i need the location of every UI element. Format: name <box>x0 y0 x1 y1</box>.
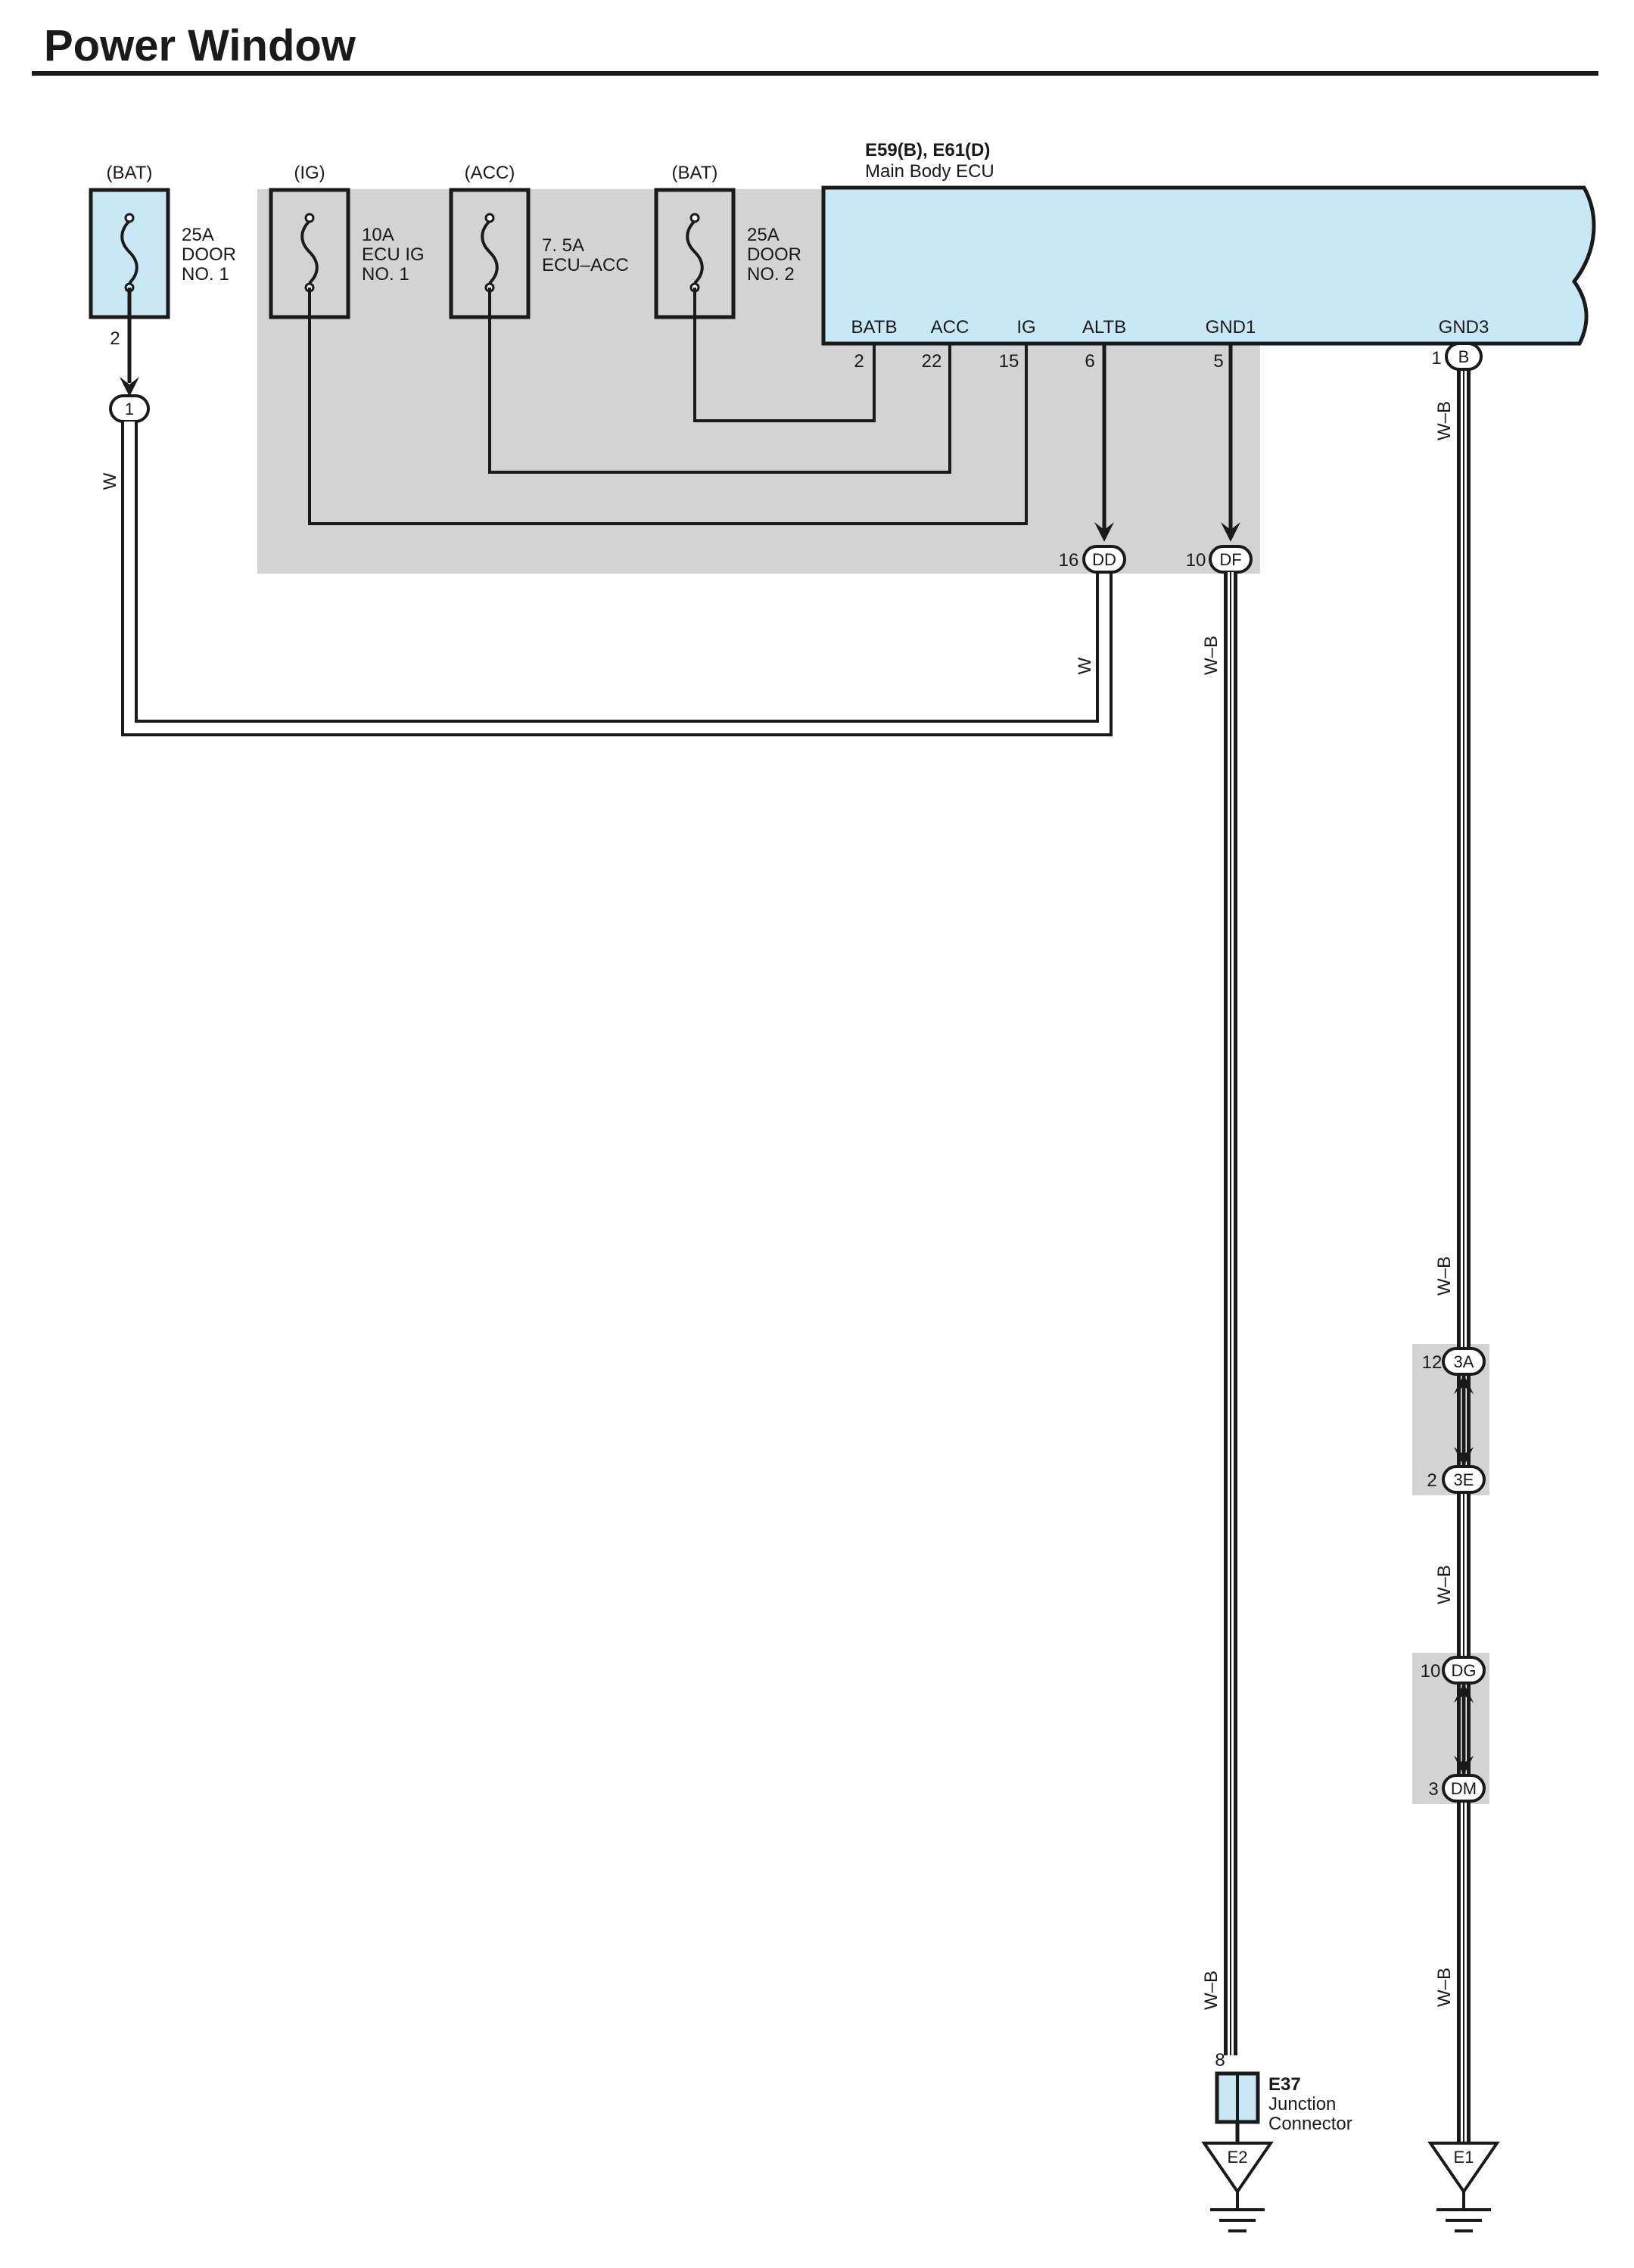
connector-dm-id: DM <box>1451 1779 1477 1798</box>
wire-wb-label-above-3a: W–B <box>1434 1256 1455 1296</box>
fuse1-name: DOOR <box>182 244 236 265</box>
fuse3-icon <box>481 219 499 285</box>
connector-3e <box>1442 1465 1486 1494</box>
fuse1-pin: 2 <box>110 328 120 349</box>
fuse1-terminal-top <box>124 213 135 223</box>
junction-code: E37 <box>1268 2074 1301 2095</box>
junction-name-1: Junction <box>1268 2094 1336 2114</box>
fuse4-rating: 25A <box>747 225 780 245</box>
fuse1-icon <box>120 219 139 285</box>
connector-dm-pin: 3 <box>1428 1779 1438 1800</box>
connector-df-pin: 10 <box>1186 550 1206 571</box>
ecu-pin-acc: 22 <box>922 351 942 372</box>
fuse3-rating: 7. 5A <box>542 235 584 256</box>
wire-ecuacc-to-acc <box>488 288 951 474</box>
fuse3-terminal-top <box>484 213 495 223</box>
title-underline <box>32 71 1598 76</box>
arrow-dg-icon <box>1454 1683 1474 1703</box>
arrow-3a-icon <box>1454 1374 1474 1394</box>
fuse1-source: (BAT) <box>107 163 153 183</box>
fuse4-name: DOOR <box>747 244 801 265</box>
fuse4-terminal-top <box>689 213 700 223</box>
connector-b <box>1445 342 1483 371</box>
fuse4-number: NO. 2 <box>747 264 795 285</box>
wire-wb-label-df: W–B <box>1201 636 1222 675</box>
fuse2-source: (IG) <box>294 163 325 183</box>
wire-w-label-left: W <box>100 472 120 490</box>
wire-wb-label-between: W–B <box>1434 1565 1455 1604</box>
connector-dd <box>1082 545 1126 574</box>
ecu-code: E59(B), E61(D) <box>865 140 990 160</box>
arrow-gnd1-icon <box>1221 522 1240 542</box>
connector-3e-pin: 2 <box>1427 1470 1436 1491</box>
fuse4-source: (BAT) <box>672 163 718 183</box>
fuse3-source: (ACC) <box>465 163 515 183</box>
connector-dd-id: DD <box>1092 550 1116 569</box>
connector-3a-pin: 12 <box>1422 1352 1443 1373</box>
ground-e2-label: E2 <box>1228 2148 1248 2167</box>
connector-dg-pin: 10 <box>1421 1661 1441 1682</box>
ground-e1-label: E1 <box>1454 2148 1474 2167</box>
ground-e2-icon <box>1201 2142 1274 2195</box>
fuse4-icon <box>686 219 704 285</box>
arrow-3e-icon <box>1454 1447 1474 1467</box>
wire-ecuig-to-ig <box>308 288 1028 525</box>
ecu-box <box>821 185 1596 346</box>
connector-b-id: B <box>1458 347 1470 366</box>
ecu-pin-gnd1: 5 <box>1213 351 1223 372</box>
connector-dm <box>1442 1774 1486 1803</box>
junction-pin: 8 <box>1215 2050 1225 2070</box>
wire-wb-label-gnd3: W–B <box>1434 401 1455 440</box>
junction-name-2: Connector <box>1268 2114 1352 2134</box>
ecu-terminal-acc: ACC <box>931 317 970 338</box>
ecu-terminal-gnd3: GND3 <box>1439 317 1489 338</box>
fuse3-name: ECU–ACC <box>542 255 629 275</box>
arrow-dm-icon <box>1454 1756 1474 1775</box>
ecu-name: Main Body ECU <box>865 161 994 182</box>
ecu-pin-batb: 2 <box>854 351 864 372</box>
fuse2-terminal-top <box>304 213 315 223</box>
connector-dd-pin: 16 <box>1059 550 1079 571</box>
ground-e1-icon <box>1427 2142 1500 2195</box>
connector-dg-id: DG <box>1452 1661 1477 1680</box>
fuse2-icon <box>300 219 319 285</box>
ecu-terminal-altb: ALTB <box>1082 317 1126 338</box>
page-title: Power Window <box>44 21 356 70</box>
connector-3a-id: 3A <box>1454 1352 1474 1371</box>
fuse2-rating: 10A <box>362 225 394 245</box>
ecu-terminal-gnd1: GND1 <box>1206 317 1256 338</box>
connector-3e-id: 3E <box>1454 1470 1474 1489</box>
ecu-terminal-ig: IG <box>1016 317 1035 338</box>
wire-w <box>124 422 1110 733</box>
wire-w-label-right: W <box>1075 657 1095 674</box>
ecu-terminal-batb: BATB <box>851 317 898 338</box>
ecu-pin-ig: 15 <box>999 351 1019 372</box>
gnd3-pin: 1 <box>1431 348 1441 369</box>
ecu-pin-altb: 6 <box>1085 351 1094 372</box>
wire-wb-label-junction: W–B <box>1201 1971 1222 2010</box>
fuse1-rating: 25A <box>182 225 214 245</box>
fuse2-name: ECU IG <box>362 244 425 265</box>
wire-door2-to-batb <box>693 288 876 422</box>
wire-wb-label-e1: W–B <box>1434 1968 1455 2007</box>
fuse2-number: NO. 1 <box>362 264 409 285</box>
connector-df-id: DF <box>1219 550 1241 569</box>
arrow-fuse1-icon <box>120 377 139 397</box>
fuse1-number: NO. 1 <box>182 264 229 285</box>
connector-1-id: 1 <box>125 400 134 418</box>
arrow-altb-icon <box>1094 522 1114 542</box>
